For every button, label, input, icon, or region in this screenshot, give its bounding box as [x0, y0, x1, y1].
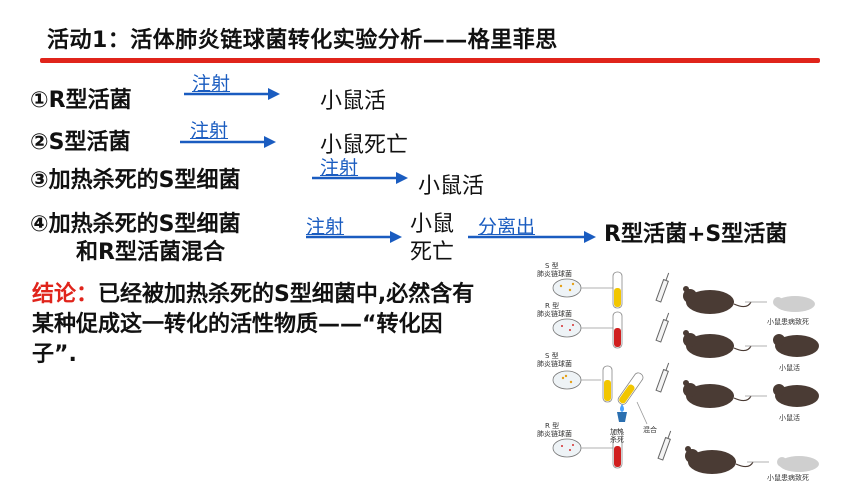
syringe-icons — [655, 272, 672, 461]
row4-inject-label: 注射 — [306, 216, 345, 238]
fig-label-r2b: 肺炎链球菌 — [537, 429, 572, 438]
row2-result: 小鼠死亡 — [320, 133, 409, 158]
outcome-mouse-icons — [773, 296, 819, 472]
fig-label-heat1: 加热 — [610, 427, 624, 436]
fig-label-s2b: 肺炎链球菌 — [537, 359, 572, 368]
fig-result-4: 小鼠患病致死 — [767, 473, 809, 482]
fig-label-mix: 混合 — [643, 425, 657, 434]
test-tube-icons — [602, 271, 644, 469]
row4-arrow — [306, 231, 402, 243]
row4-result-line2: 死亡 — [410, 240, 455, 265]
title-underline — [40, 58, 820, 63]
row4-left-line2: 和R型活菌混合 — [76, 240, 225, 265]
row3-arrow — [312, 172, 408, 184]
fig-result-1: 小鼠患病致死 — [767, 317, 809, 326]
mouse-icons — [683, 286, 736, 474]
row3-left: ③加热杀死的S型细菌 — [30, 168, 241, 193]
fig-label-r2: R 型 — [545, 421, 559, 430]
conclusion: 结论：已经被加热杀死的S型细菌中,必然含有某种促成这一转化的活性物质——“转化因… — [32, 280, 480, 370]
row4-separate-label: 分离出 — [478, 216, 536, 238]
row2-inject-label: 注射 — [190, 120, 229, 142]
fig-label-r1b: 肺炎链球菌 — [537, 309, 572, 318]
row4-result-line1: 小鼠 — [410, 212, 455, 237]
conclusion-label: 结论： — [32, 282, 99, 307]
row1-left: ①R型活菌 — [30, 88, 132, 113]
row4-left-line1: ④加热杀死的S型细菌 — [30, 212, 241, 237]
row2-left: ②S型活菌 — [30, 130, 131, 155]
fig-label-s1b: 肺炎链球菌 — [537, 269, 572, 278]
slide-title: 活动1：活体肺炎链球菌转化实验分析——格里菲思 — [47, 28, 558, 53]
fig-result-3: 小鼠活 — [779, 413, 800, 422]
fig-label-s2: S 型 — [545, 351, 559, 360]
fig-label-heat2: 杀死 — [610, 435, 624, 444]
burner-icon — [617, 404, 627, 422]
row4-separate-arrow — [468, 231, 596, 243]
row4-final: R型活菌+S型活菌 — [604, 222, 788, 247]
row3-result: 小鼠活 — [418, 174, 485, 199]
conclusion-text: 已经被加热杀死的S型细菌中,必然含有某种促成这一转化的活性物质——“转化因子”. — [32, 282, 475, 367]
row1-arrow — [184, 88, 280, 100]
fig-result-2: 小鼠活 — [779, 363, 800, 372]
row2-arrow — [180, 136, 276, 148]
row1-result: 小鼠活 — [320, 89, 387, 114]
row3-inject-label: 注射 — [320, 157, 359, 179]
fig-label-r1: R 型 — [545, 301, 559, 310]
experiment-illustration: S 型 肺炎链球菌 R 型 肺炎链球菌 S 型 肺炎链球菌 R 型 肺炎链球菌 — [537, 262, 819, 482]
fig-label-s1: S 型 — [545, 262, 559, 270]
row1-inject-label: 注射 — [192, 73, 231, 95]
